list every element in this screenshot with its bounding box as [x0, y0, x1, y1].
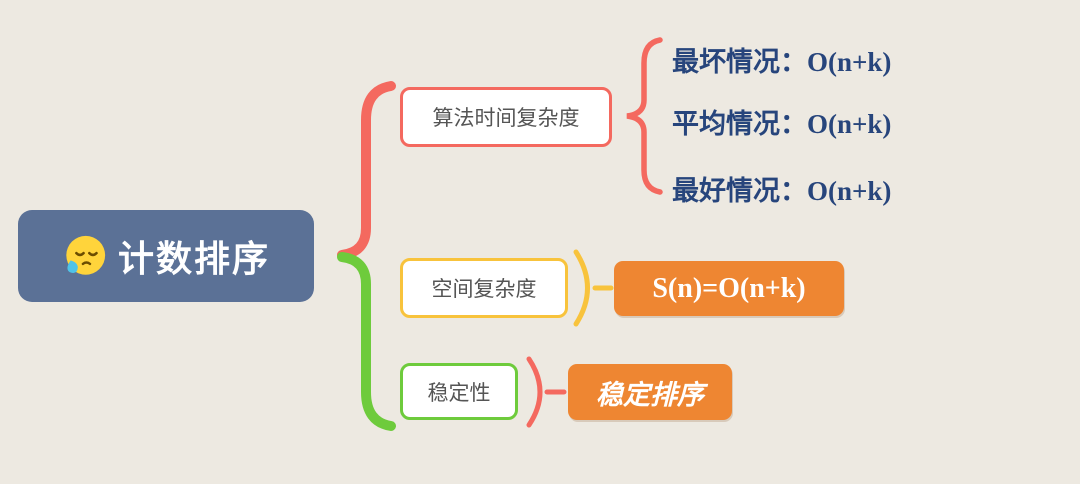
result-stable-sort-label: 稳定排序: [596, 379, 704, 410]
topic-time-complexity-label: 算法时间复杂度: [432, 107, 580, 130]
topic-space-complexity-label: 空间复杂度: [431, 278, 537, 301]
root-label: 计数排序: [117, 238, 270, 279]
root-brace-top: [337, 81, 396, 260]
result-space-complexity-label: S(n)=O(n+k): [652, 272, 806, 304]
time-children-brace: [626, 37, 663, 195]
topic-space-complexity: 空间复杂度: [400, 258, 568, 318]
result-space-complexity: S(n)=O(n+k): [614, 261, 844, 316]
sleepy-face-emoji: [66, 235, 106, 275]
leaf-average-case: 平均情况：O(n+k): [672, 109, 892, 139]
space-connector-curve: [573, 249, 590, 327]
root-brace-bottom: [337, 252, 396, 431]
root-node-counting-sort: 计数排序: [18, 210, 314, 302]
leaf-worst-case: 最坏情况：O(n+k): [672, 47, 892, 77]
stability-connector-curve: [526, 356, 543, 428]
result-stable-sort: 稳定排序: [568, 364, 732, 420]
topic-time-complexity: 算法时间复杂度: [400, 87, 612, 147]
topic-stability: 稳定性: [400, 363, 518, 420]
leaf-best-case: 最好情况：O(n+k): [672, 176, 892, 206]
topic-stability-label: 稳定性: [427, 381, 491, 405]
